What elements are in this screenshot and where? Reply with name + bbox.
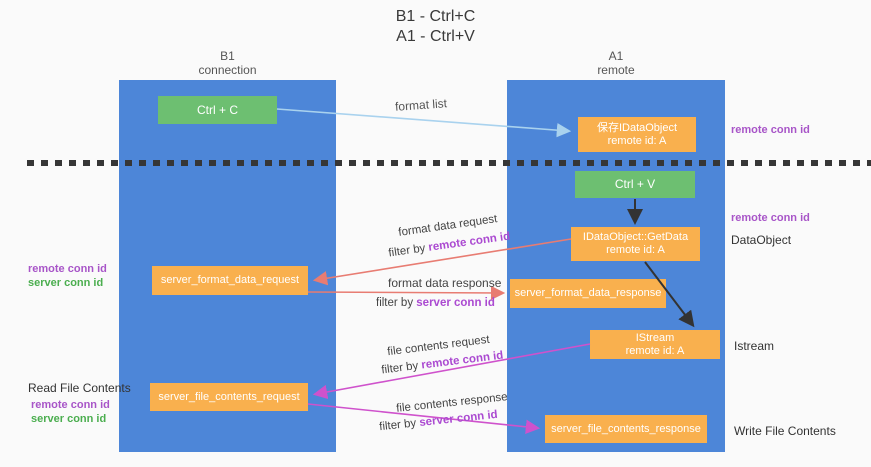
istream-side-label: Istream: [734, 339, 775, 353]
server-format-data-response-label: server_format_data_response: [514, 287, 662, 299]
left-conn-id-group-2: remote conn id server conn id: [31, 398, 110, 426]
right-column-name: A1: [608, 49, 624, 63]
server-file-contents-response-label: server_file_contents_response: [551, 422, 701, 435]
remote-conn-id-label-left-1: remote conn id: [28, 263, 107, 275]
server-file-contents-request-box: server_file_contents_request: [150, 383, 308, 411]
remote-conn-id-highlight: remote conn id: [420, 349, 504, 372]
filter-by-text: filter by: [376, 297, 414, 309]
dashed-separator: [27, 160, 871, 166]
filter-by-server-label-1: filter by server conn id: [376, 297, 495, 309]
dataobject-label: DataObject: [731, 233, 792, 247]
server-conn-id-highlight: server conn id: [418, 408, 499, 429]
filter-by-text: filter by: [378, 417, 417, 434]
left-column-subtitle: connection: [198, 63, 257, 77]
istream-line1: IStream: [635, 331, 675, 344]
server-conn-id-label-left-1: server conn id: [28, 277, 104, 289]
save-idataobject-line2: remote id: A: [607, 134, 667, 147]
getdata-line2: remote id: A: [606, 244, 665, 256]
read-file-contents-label: Read File Contents: [28, 381, 131, 395]
server-file-contents-response-box: server_file_contents_response: [545, 415, 707, 443]
server-conn-id-highlight: server conn id: [416, 297, 495, 309]
remote-conn-id-label-top-right: remote conn id: [731, 124, 810, 136]
getdata-line1: IDataObject::GetData: [582, 231, 689, 243]
istream-box: IStream remote id: A: [590, 330, 720, 359]
idataobject-getdata-box: IDataObject::GetData remote id: A: [571, 227, 700, 261]
title-line-2: A1 - Ctrl+V: [396, 28, 475, 45]
remote-conn-id-label-left-2: remote conn id: [31, 399, 110, 411]
left-column-name: B1: [220, 49, 235, 63]
filter-by-text: filter by: [387, 242, 427, 260]
left-column-header: B1 connection: [119, 49, 336, 77]
format-data-response-arrow: [307, 285, 506, 301]
ctrl-c-box: Ctrl + C: [158, 96, 277, 124]
server-file-contents-request-label: server_file_contents_request: [158, 390, 300, 403]
remote-conn-id-label-mid-right: remote conn id: [731, 212, 810, 224]
save-idataobject-box: 保存IDataObject remote id: A: [578, 117, 696, 152]
ctrl-v-box: Ctrl + V: [575, 171, 695, 198]
ctrl-v-label: Ctrl + V: [614, 177, 656, 191]
write-file-contents-label: Write File Contents: [734, 424, 836, 438]
format-list-label: format list: [394, 96, 448, 114]
ctrl-c-label: Ctrl + C: [196, 102, 238, 117]
diagram-title: B1 - Ctrl+C A1 - Ctrl+V: [0, 7, 871, 47]
filter-by-text: filter by: [380, 360, 419, 377]
server-format-data-response-box: server_format_data_response: [510, 279, 666, 308]
format-data-response-label: format data response: [388, 276, 502, 290]
title-line-1: B1 - Ctrl+C: [395, 8, 476, 25]
remote-conn-id-highlight: remote conn id: [427, 230, 511, 254]
right-column-subtitle: remote: [597, 63, 635, 77]
server-format-data-request-label: server_format_data_request: [160, 274, 300, 286]
server-conn-id-label-left-2: server conn id: [31, 413, 107, 425]
server-format-data-request-box: server_format_data_request: [152, 266, 308, 295]
left-conn-id-group-1: remote conn id server conn id: [28, 262, 107, 290]
save-idataobject-line1: 保存IDataObject: [596, 121, 678, 134]
right-column-header: A1 remote: [507, 49, 725, 77]
istream-line2: remote id: A: [625, 344, 685, 357]
